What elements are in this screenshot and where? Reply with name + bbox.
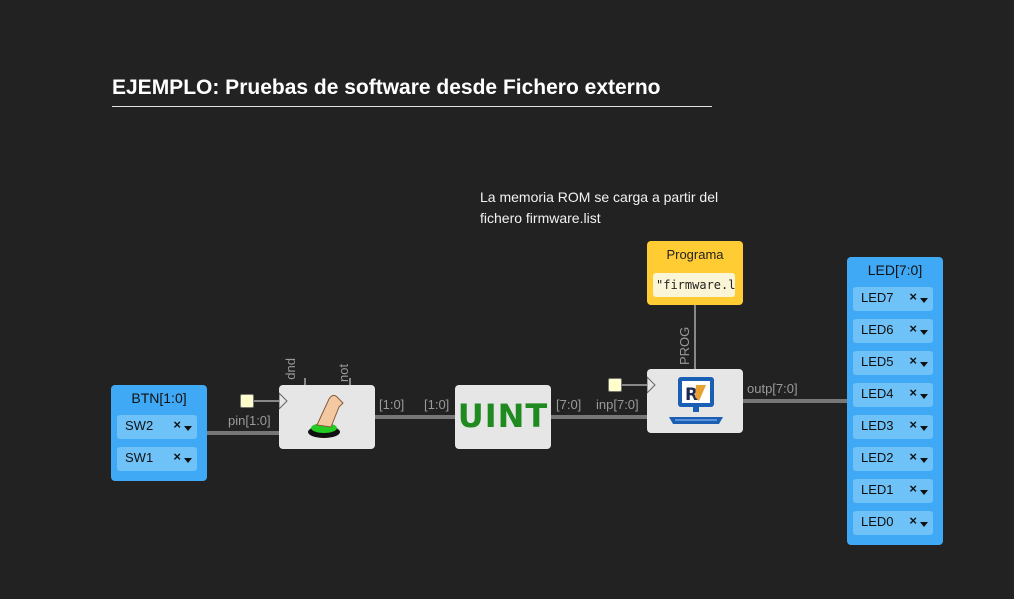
led-pin-select-led1[interactable]: LED1 × [853, 479, 933, 503]
led-pin-select-led3[interactable]: LED3 × [853, 415, 933, 439]
prog-port-label: PROG [677, 326, 692, 365]
clear-icon[interactable]: × [909, 385, 917, 400]
info-note-line1: La memoria ROM se carga a partir del [480, 189, 719, 205]
led-pin-select-led4[interactable]: LED4 × [853, 383, 933, 407]
button-in-port-label: pin[1:0] [228, 413, 271, 428]
clear-icon[interactable]: × [909, 481, 917, 496]
rom-in-port-label: inp[7:0] [596, 397, 639, 412]
pin-label: LED1 [861, 482, 894, 497]
push-button-icon [279, 392, 344, 438]
pin-label: LED2 [861, 450, 894, 465]
chevron-down-icon[interactable] [920, 394, 928, 399]
program-block[interactable]: Programa "firmware.list" [647, 241, 743, 305]
led-pin-select-led6[interactable]: LED6 × [853, 319, 933, 343]
pup-port-label: pup [285, 358, 300, 380]
led-output-block[interactable]: LED[7:0] LED7 × LED6 × LED5 × LED4 × LED… [847, 257, 943, 545]
svg-text:R: R [685, 385, 698, 405]
pin-label: LED0 [861, 514, 894, 529]
constant-input-rom[interactable] [608, 378, 622, 392]
pin-label: LED5 [861, 354, 894, 369]
clear-icon[interactable]: × [909, 449, 917, 464]
chevron-down-icon[interactable] [920, 298, 928, 303]
led-pin-select-led0[interactable]: LED0 × [853, 511, 933, 535]
info-note-line2: fichero firmware.list [480, 210, 601, 226]
uint-label: UINT [457, 397, 549, 435]
uint-out-port-label: [7:0] [556, 397, 582, 412]
chevron-down-icon[interactable] [920, 330, 928, 335]
program-filename-field[interactable]: "firmware.list" [653, 273, 735, 297]
clear-icon[interactable]: × [909, 513, 917, 528]
btn-pin-select-sw1[interactable]: SW1 × [117, 447, 197, 471]
led-pin-select-led2[interactable]: LED2 × [853, 447, 933, 471]
pin-label: LED7 [861, 290, 894, 305]
pin-label: LED6 [861, 322, 894, 337]
led-pin-select-led7[interactable]: LED7 × [853, 287, 933, 311]
rom-out-port-label: outp[7:0] [747, 381, 798, 396]
pin-label: LED4 [861, 386, 894, 401]
led-pin-select-led5[interactable]: LED5 × [853, 351, 933, 375]
chevron-down-icon[interactable] [920, 522, 928, 527]
clear-icon[interactable]: × [909, 321, 917, 336]
chevron-down-icon[interactable] [920, 426, 928, 431]
rom-computer-icon: R [647, 376, 723, 424]
clear-icon[interactable]: × [909, 417, 917, 432]
button-out-port-label: [1:0] [379, 397, 405, 412]
pin-label: SW2 [125, 418, 154, 433]
constant-input-button[interactable] [240, 394, 254, 408]
chevron-down-icon[interactable] [920, 458, 928, 463]
clear-icon[interactable]: × [173, 417, 181, 432]
btn-block-title: BTN[1:0] [131, 390, 187, 406]
button-module[interactable] [279, 385, 375, 449]
page-title: EJEMPLO: Pruebas de software desde Fiche… [112, 76, 661, 99]
title-underline [112, 106, 712, 107]
uint-module[interactable]: UINT [455, 385, 551, 449]
pin-label: LED3 [861, 418, 894, 433]
led-block-title: LED[7:0] [867, 262, 923, 278]
clear-icon[interactable]: × [909, 289, 917, 304]
not-port-label: not [336, 363, 351, 382]
chevron-down-icon[interactable] [184, 426, 192, 431]
btn-input-block[interactable]: BTN[1:0] SW2 × SW1 × [111, 385, 207, 481]
chevron-down-icon[interactable] [184, 458, 192, 463]
rom-module[interactable]: R [647, 369, 743, 433]
info-note[interactable]: La memoria ROM se carga a partir del fic… [480, 187, 740, 229]
chevron-down-icon[interactable] [920, 490, 928, 495]
uint-in-port-label: [1:0] [424, 397, 450, 412]
clear-icon[interactable]: × [909, 353, 917, 368]
clear-icon[interactable]: × [173, 449, 181, 464]
program-title: Programa [666, 247, 724, 262]
btn-pin-select-sw2[interactable]: SW2 × [117, 415, 197, 439]
chevron-down-icon[interactable] [920, 362, 928, 367]
pin-label: SW1 [125, 450, 154, 465]
